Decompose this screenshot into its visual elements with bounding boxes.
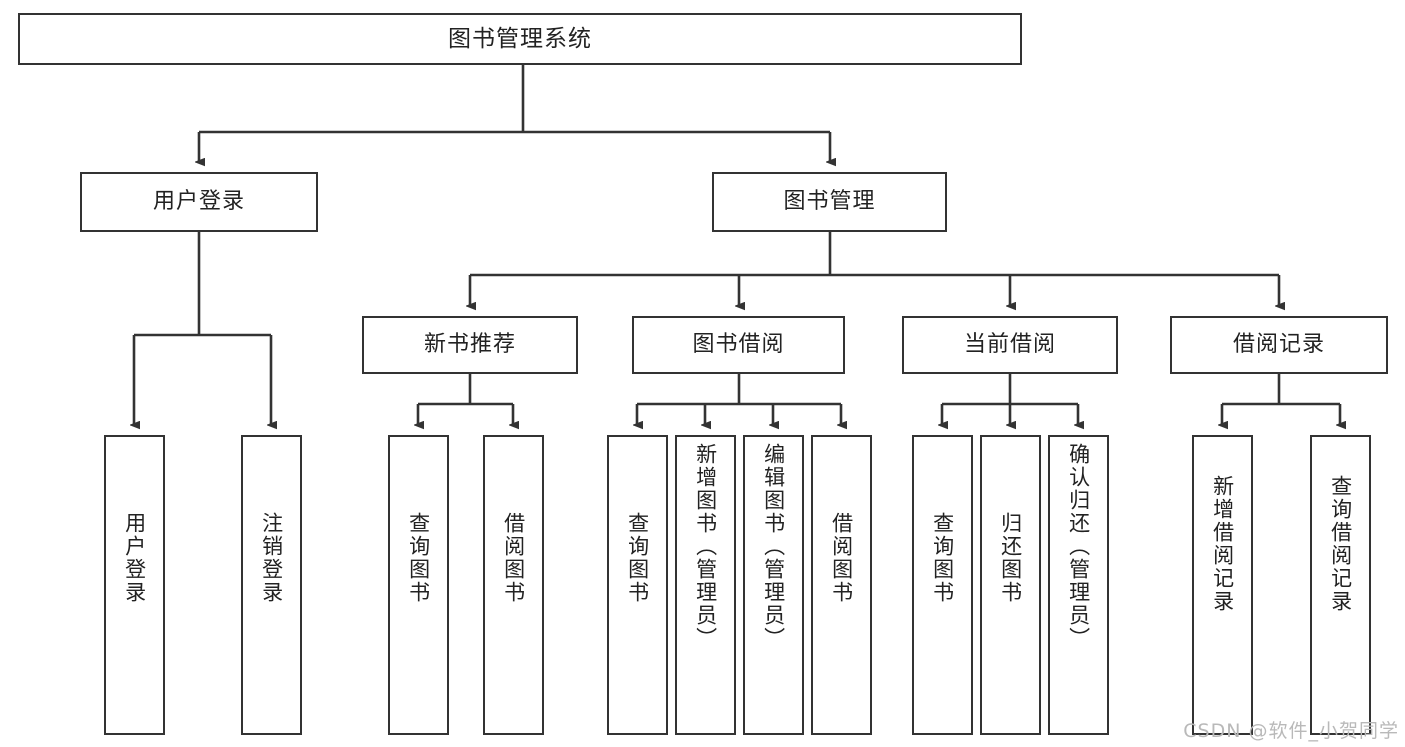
- node-label: 图书借阅: [692, 332, 785, 358]
- leaf-user-login-logout[interactable]: 注销登录: [241, 435, 302, 735]
- node-label: 查询借阅记录: [1328, 475, 1353, 613]
- leaf-borrow-edit-book-admin[interactable]: 编辑图书（管理员）: [743, 435, 804, 735]
- node-book-management[interactable]: 图书管理: [712, 172, 947, 232]
- node-borrow-record[interactable]: 借阅记录: [1170, 316, 1388, 374]
- node-label: 用户登录: [122, 512, 147, 604]
- leaf-borrow-query-book[interactable]: 查询图书: [607, 435, 668, 735]
- node-new-book-recommend[interactable]: 新书推荐: [362, 316, 578, 374]
- node-label: 借阅图书: [501, 512, 526, 604]
- node-label: 用户登录: [152, 189, 245, 215]
- node-label: 新增图书（管理员）: [693, 443, 718, 650]
- leaf-current-query-book[interactable]: 查询图书: [912, 435, 973, 735]
- leaf-recommend-query-book[interactable]: 查询图书: [388, 435, 449, 735]
- node-current-borrow[interactable]: 当前借阅: [902, 316, 1118, 374]
- node-label: 确认归还（管理员）: [1066, 443, 1091, 650]
- node-root-system[interactable]: 图书管理系统: [18, 13, 1022, 65]
- csdn-watermark: CSDN @软件_小贺同学: [1183, 720, 1399, 742]
- node-label: 编辑图书（管理员）: [761, 443, 786, 650]
- node-label: 当前借阅: [963, 332, 1056, 358]
- node-label: 查询图书: [406, 512, 431, 604]
- leaf-user-login-login[interactable]: 用户登录: [104, 435, 165, 735]
- leaf-borrow-add-book-admin[interactable]: 新增图书（管理员）: [675, 435, 736, 735]
- node-label: 图书管理系统: [448, 25, 592, 52]
- node-label: 归还图书: [998, 512, 1023, 604]
- leaf-record-add-record[interactable]: 新增借阅记录: [1192, 435, 1253, 735]
- leaf-current-confirm-return-admin[interactable]: 确认归还（管理员）: [1048, 435, 1109, 735]
- node-label: 注销登录: [259, 512, 284, 604]
- node-label: 图书管理: [783, 189, 876, 215]
- node-user-login[interactable]: 用户登录: [80, 172, 318, 232]
- leaf-recommend-borrow-book[interactable]: 借阅图书: [483, 435, 544, 735]
- leaf-borrow-borrow-book[interactable]: 借阅图书: [811, 435, 872, 735]
- node-label: 新增借阅记录: [1210, 475, 1235, 613]
- node-label: 新书推荐: [423, 332, 516, 358]
- leaf-current-return-book[interactable]: 归还图书: [980, 435, 1041, 735]
- node-label: 查询图书: [930, 512, 955, 604]
- node-label: 借阅记录: [1232, 332, 1325, 358]
- node-label: 借阅图书: [829, 512, 854, 604]
- node-label: 查询图书: [625, 512, 650, 604]
- node-book-borrow[interactable]: 图书借阅: [632, 316, 845, 374]
- leaf-record-query-record[interactable]: 查询借阅记录: [1310, 435, 1371, 735]
